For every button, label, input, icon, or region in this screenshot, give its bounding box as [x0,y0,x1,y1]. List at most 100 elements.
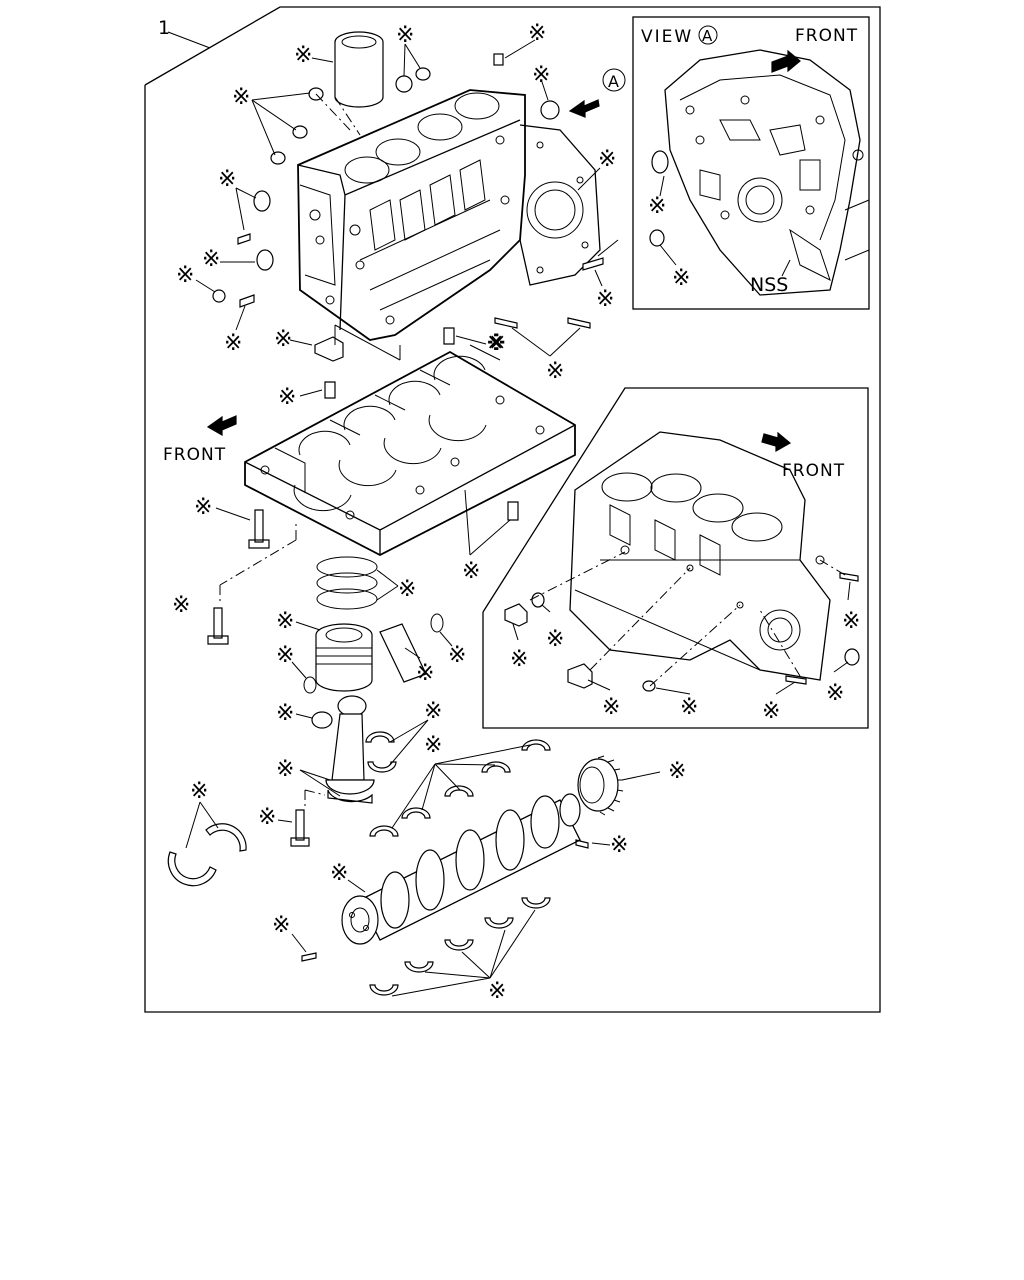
main-bearings-upper-part [434,763,461,791]
leader-lines-inset-part [587,679,611,691]
block-side-view-part [815,555,825,565]
front-label-block: FRONT [163,445,226,465]
leader-lines-rod-part [299,769,331,781]
callout-a-circle [602,68,626,92]
washer [531,592,545,608]
leader-lines-piston [291,569,453,679]
crankshaft-part [530,795,560,849]
cylinder-block-part [417,113,463,141]
leader-lines-rod-part [389,719,429,743]
rear-plate-part [519,124,601,286]
cylinder-block-part [359,199,501,311]
crankcase-bolt [207,607,229,645]
leader-lines-piston-part [295,621,321,631]
crankcase-part [450,457,460,467]
asterisk-mark: ※ [274,327,292,352]
timing-cover-view-a-part [745,185,775,215]
oil-seal [256,249,274,271]
crankshaft-part [350,907,370,933]
block-side-view-part [620,545,630,555]
plug [415,67,431,81]
asterisk-mark: ※ [532,63,550,88]
asterisk-mark: ※ [462,559,480,584]
asterisk-mark: ※ [172,593,190,618]
outer-frame [144,6,881,1013]
leader-lines-upper-part [251,92,311,101]
main-bearings-upper-part [481,761,511,773]
leader-lines-inset-part [649,604,741,687]
crankcase-part [244,424,576,531]
leader-lines-upper-part [541,81,549,101]
stud [567,317,591,329]
leader-lines-inset-part [589,567,691,671]
asterisk-mark: ※ [396,23,414,48]
leader [199,801,219,829]
asterisk-mark: ※ [232,85,250,110]
cylinder-block-part [500,195,510,205]
timing-cover-view-a-part [805,205,815,215]
asterisk-mark: ※ [424,699,442,724]
snap-ring [430,613,444,633]
piston-part [315,635,373,692]
timing-cover-view-a-part [852,149,864,161]
cylinder-block [297,89,526,341]
asterisk-mark: ※ [416,661,434,686]
leader-lines-rod-part [299,769,341,797]
leader [659,244,677,266]
asterisk-marks-middle: ※ ※ ※ ※ ※ ※ [172,327,506,618]
cylinder-block-part [454,92,500,120]
leader-lines-inset [512,551,851,695]
main-bearings-lower-part [369,984,399,996]
main-bearings-upper-part [434,763,496,766]
cylinder-block-part [495,135,505,145]
leader-lines-upper-part [235,187,245,231]
view-letter: A [702,27,713,45]
leader-lines-piston-part [376,569,399,587]
leader-lines-piston-part [439,631,453,647]
crankshaft-part [363,925,369,931]
block-side-view-part [569,431,831,681]
timing-cover-view-a-part [664,49,861,296]
stud [582,257,604,271]
leader-lines-middle-part [334,324,401,361]
asterisk-mark: ※ [762,699,780,724]
rear-plate-part [534,189,576,231]
timing-cover-view-a-part [699,159,821,201]
stud [785,675,807,685]
cylinder-block-part [299,184,336,286]
plug [270,151,286,165]
leader-lines-middle [215,324,511,605]
leader-lines-middle-part [299,389,323,397]
block-side-view-part [692,493,744,523]
rear-plate-part [536,266,544,274]
callout-a-letter: A [608,72,619,91]
cylinder-block-part [297,119,521,196]
leader-lines-piston-part [376,585,399,601]
rod-bearing [365,731,395,743]
inset-view-a-frame [632,16,870,310]
asterisk-mark: ※ [278,385,296,410]
thrust-washer [167,851,217,887]
dowel-pin [443,327,455,345]
rear-plate-part [536,141,544,149]
plug [292,125,308,139]
timing-cover-view-a-part [719,119,806,156]
asterisk-mark: ※ [276,701,294,726]
timing-cover-view-a-part [844,249,870,261]
crankshaft-part [415,849,445,911]
plug-view-a [649,229,665,247]
leader [347,879,366,893]
rear-plate [519,124,601,286]
cylinder-liner-part [341,35,377,49]
crankcase-part [274,344,501,493]
asterisk-mark: ※ [258,805,276,830]
leader-lines-upper-part [504,39,536,59]
crankshaft-part [455,829,485,891]
leader [659,175,665,197]
cylinder-block-part [385,315,395,325]
leader-lines-upper-part [511,327,551,357]
block-side-view-part [650,473,702,503]
leader-lines-upper-part [235,187,257,199]
asterisk-mark: ※ [648,194,666,219]
piston-part [325,627,363,643]
